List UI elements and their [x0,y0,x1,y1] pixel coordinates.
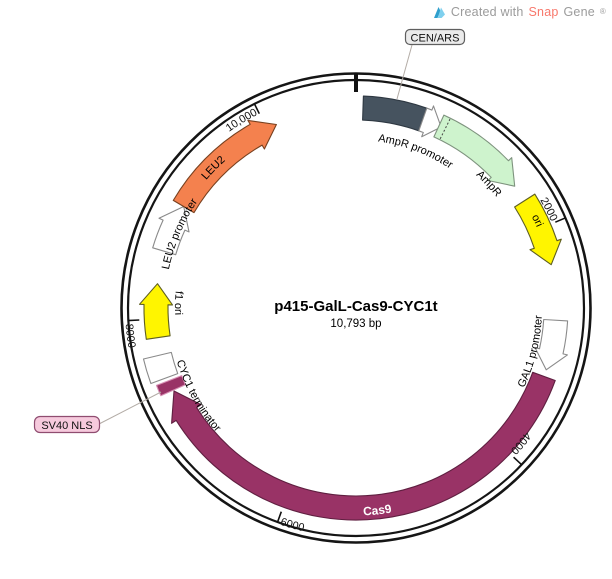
tick-mark-10000 [253,103,261,115]
cen-ars-callout[interactable]: CEN/ARS [404,28,466,46]
feature-leu2-promoter[interactable] [152,205,190,256]
cen-ars-callout-label[interactable]: CEN/ARS [411,33,460,45]
snapgene-logo-icon [433,7,445,18]
feature-f1-ori[interactable] [138,283,174,340]
watermark-registered-mark: ® [599,7,606,16]
watermark-brand-snap: Snap [528,5,559,19]
feature-gal1-promoter[interactable] [534,318,569,371]
features-layer [138,95,569,521]
tick-mark-8000 [127,319,140,322]
tick-label-8000: 8000 [123,323,138,349]
feature-leu2[interactable] [172,119,277,214]
feature-label-ori[interactable]: ori [529,213,545,229]
plasmid-size: 10,793 bp [330,318,381,330]
cen-ars-callout-box[interactable] [404,28,466,46]
backbone-rings [120,72,592,544]
map-title-block: p415-GalL-Cas9-CYC1t 10,793 bp [274,298,437,330]
feature-label-cas9[interactable]: Cas9 [363,502,393,519]
feature-ampr-promoter[interactable] [418,105,442,138]
sv40-nls-callout[interactable]: SV40 NLS [33,415,101,434]
feature-cyc1-terminator[interactable] [142,351,179,385]
feature-ori[interactable] [514,193,562,266]
plasmid-title: p415-GalL-Cas9-CYC1t [274,298,437,315]
feature-cen-ars[interactable] [362,95,428,132]
cen-ars-leader-line [396,44,413,100]
tick-marks [127,103,567,523]
feature-label-f1-ori[interactable]: f1 ori [172,290,185,315]
sv40-nls-leader-line [98,391,162,425]
watermark-brand-gene: Gene [563,5,595,19]
tick-mark-4000 [513,456,523,466]
tick-mark-6000 [276,511,283,523]
feature-ampr[interactable] [433,114,516,187]
sv40-nls-callout-box[interactable] [33,415,101,434]
feature-sv40-nls[interactable] [155,375,186,397]
callout-leader-lines [98,44,413,425]
sv40-nls-callout-label[interactable]: SV40 NLS [41,420,92,432]
tick-mark-2000 [554,216,567,223]
watermark-prefix: Created with [450,5,524,19]
feature-cas9[interactable] [171,371,556,521]
snapgene-watermark: Created with Snap Gene ® [433,5,606,19]
